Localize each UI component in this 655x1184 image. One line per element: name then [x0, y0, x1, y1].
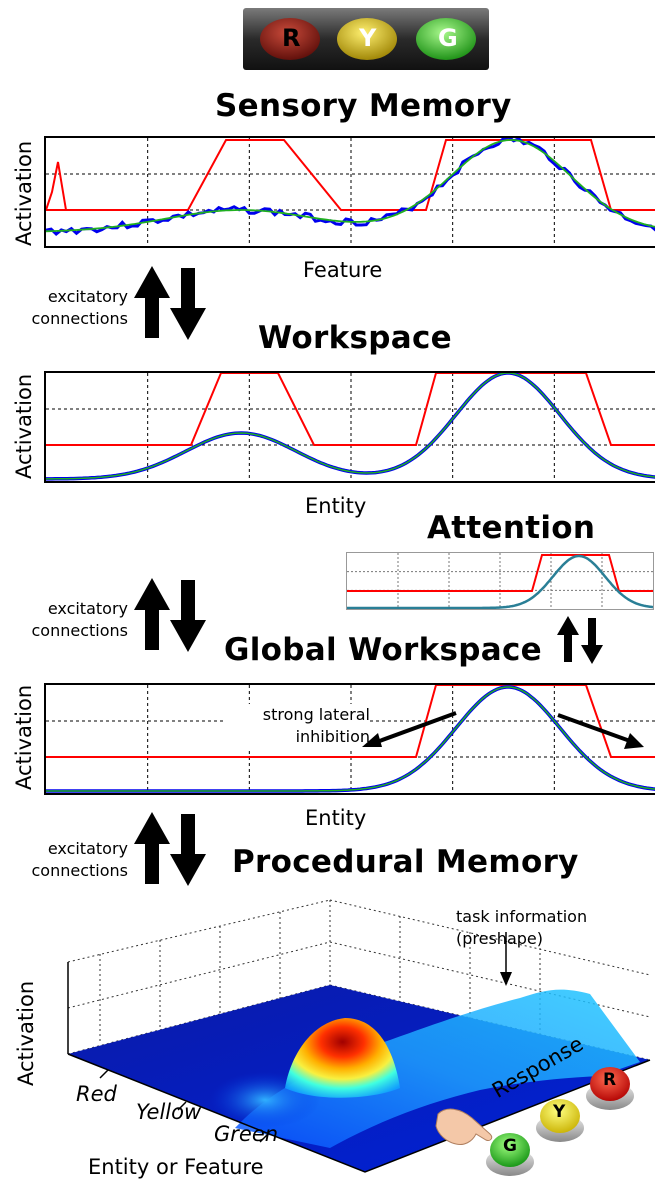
sensory-plot-svg [46, 138, 655, 246]
response-buttons: R Y G [420, 1050, 650, 1180]
global-workspace-title: Global Workspace [224, 632, 542, 668]
connections-label-2-line1: excitatory [47, 599, 128, 618]
traffic-light-graphic [243, 8, 489, 70]
button-g-letter: G [503, 1136, 517, 1156]
connections-label-3-line2: connections [31, 861, 129, 880]
yellow-button-icon [536, 1099, 584, 1142]
inhibition-arrow-right-icon [557, 713, 631, 743]
lamp-y-letter: Y [359, 24, 377, 52]
tick-yellow: Yellow [136, 1100, 202, 1124]
workspace-ylabel: Activation [12, 373, 36, 479]
lamp-g-letter: G [438, 24, 458, 52]
bidirectional-arrows-icon [132, 812, 208, 886]
surface-xlabel: Entity or Feature [88, 1155, 264, 1179]
inhibition-arrow-left-icon [373, 711, 457, 745]
button-r-letter: R [603, 1070, 617, 1090]
green-lamp-icon [416, 18, 476, 60]
sensory-ylabel: Activation [12, 140, 36, 246]
attention-title: Attention [427, 510, 596, 546]
sensory-xlabel: Feature [303, 258, 383, 282]
workspace-plot-svg [46, 373, 655, 481]
red-button-icon [586, 1067, 634, 1110]
sensory-memory-plot [44, 136, 655, 248]
task-information-note: task information (preshape) [456, 906, 606, 950]
procedural-memory-title: Procedural Memory [232, 844, 579, 880]
lateral-line2: inhibition [295, 727, 370, 746]
global-xlabel: Entity [305, 806, 367, 830]
attention-plot-svg [347, 553, 654, 610]
connections-label-3-line1: excitatory [47, 839, 128, 858]
lamp-r-letter: R [282, 24, 301, 52]
attention-plot [346, 552, 654, 610]
task-line2: (preshape) [456, 929, 543, 948]
connections-label-2: excitatory connections [4, 598, 129, 642]
connections-label-3: excitatory connections [4, 838, 129, 882]
green-button-icon [486, 1133, 534, 1176]
yellow-lamp-icon [337, 18, 397, 60]
connections-label-1: excitatory connections [4, 286, 129, 330]
lateral-line1: strong lateral [262, 705, 370, 724]
red-lamp-icon [260, 18, 320, 60]
connections-label-2-line2: connections [31, 621, 129, 640]
bidirectional-arrows-icon [132, 266, 208, 340]
lateral-inhibition-note: strong lateral inhibition [226, 704, 370, 748]
global-workspace-plot [44, 683, 655, 795]
workspace-plot [44, 371, 655, 483]
traffic-light: R Y G [243, 8, 489, 70]
surface-zlabel: Activation [14, 980, 38, 1086]
workspace-xlabel: Entity [305, 494, 367, 518]
bidirectional-arrows-icon [132, 578, 208, 652]
sensory-memory-title: Sensory Memory [215, 88, 512, 124]
surface-plot-svg [67, 899, 651, 1173]
workspace-title: Workspace [258, 320, 452, 356]
procedural-surface-plot [0, 890, 655, 1180]
hand-icon [435, 1108, 493, 1145]
task-line1: task information [456, 907, 588, 926]
global-ylabel: Activation [12, 684, 36, 790]
tick-green: Green [214, 1122, 279, 1146]
tick-red: Red [76, 1082, 117, 1106]
button-y-letter: Y [553, 1102, 566, 1122]
small-bidirectional-arrows-icon [556, 616, 604, 664]
inhibition-arrows [360, 705, 650, 759]
connections-label-1-line1: excitatory [47, 287, 128, 306]
connections-label-1-line2: connections [31, 309, 129, 328]
